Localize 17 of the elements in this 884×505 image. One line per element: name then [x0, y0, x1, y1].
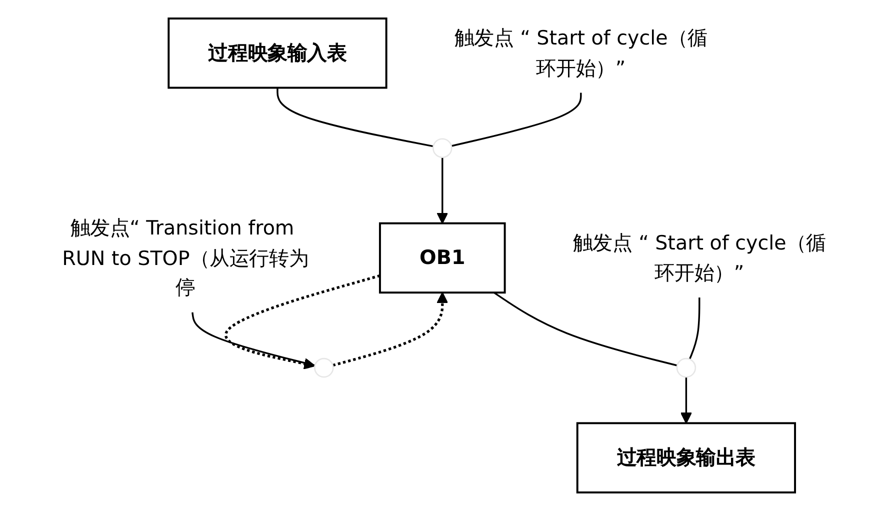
arrow	[332, 292, 448, 366]
node-box: 过程映象输出表	[576, 422, 796, 493]
arrow	[224, 274, 380, 369]
node-text: 触发点 “ Start of cycle（循环开始）”	[572, 230, 826, 284]
connector	[450, 92, 582, 146]
connector	[276, 87, 434, 147]
connector	[688, 297, 700, 360]
arrow	[436, 156, 448, 224]
node-box: 过程映象输入表	[167, 17, 387, 88]
connector	[493, 291, 678, 366]
node-circle	[676, 357, 696, 378]
arrow	[680, 376, 692, 424]
node-circle	[314, 357, 334, 378]
node-text: 触发点 “ Start of cycle（循环开始）”	[454, 26, 707, 80]
node-circle	[432, 138, 452, 158]
node-text: 触发点“ Transition from RUN to STOP（从运行转为停	[62, 216, 308, 299]
node-box: OB1	[378, 222, 506, 294]
